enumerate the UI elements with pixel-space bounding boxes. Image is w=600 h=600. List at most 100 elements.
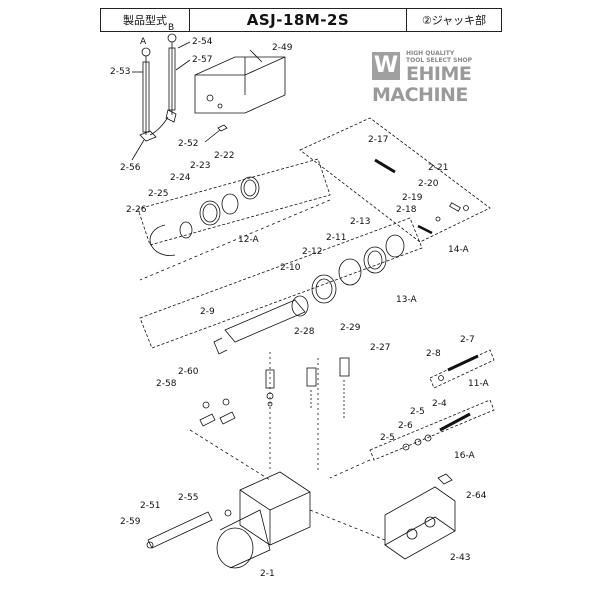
part-2-5-ring-a bbox=[424, 434, 432, 442]
part-2-24-ring bbox=[199, 200, 221, 226]
label-2-8: 2-8 bbox=[426, 349, 441, 359]
label-2-22: 2-22 bbox=[214, 151, 234, 161]
part-2-19 bbox=[435, 216, 441, 222]
label-11-a: 11-A bbox=[468, 379, 490, 389]
label-2-18: 2-18 bbox=[396, 205, 417, 215]
part-2-56-fitting bbox=[139, 130, 157, 142]
part-2-20 bbox=[449, 202, 461, 212]
part-2-12-ring bbox=[338, 258, 362, 286]
label-2-64: 2-64 bbox=[466, 491, 487, 501]
marker-circle-b bbox=[167, 33, 177, 43]
marker-circle-a bbox=[141, 47, 151, 57]
label-2-59: 2-59 bbox=[120, 517, 141, 527]
shop-logo: W HIGH QUALITY TOOL SELECT SHOP EHIME MA… bbox=[370, 50, 490, 106]
group-13-a-outline bbox=[139, 217, 423, 349]
part-2-1-base bbox=[239, 471, 311, 546]
label-12-a: 12-A bbox=[238, 235, 260, 245]
label-2-52: 2-52 bbox=[178, 139, 198, 149]
section-title: ②ジャッキ部 bbox=[421, 14, 487, 27]
label-2-25: 2-25 bbox=[148, 189, 168, 199]
part-2-64 bbox=[437, 473, 453, 485]
label-2-9: 2-9 bbox=[200, 307, 215, 317]
part-2-4-pin bbox=[439, 412, 471, 432]
part-2-13-ring bbox=[385, 234, 405, 258]
part-2-60-fitting bbox=[219, 411, 236, 425]
part-2-1-cylinder bbox=[216, 527, 254, 569]
part-2-11-ring bbox=[363, 246, 387, 274]
part-2-8 bbox=[438, 375, 444, 381]
part-2-58-fitting bbox=[199, 413, 216, 427]
label-2-53: 2-53 bbox=[110, 67, 130, 77]
label-2-6: 2-6 bbox=[398, 421, 413, 431]
label-2-57: 2-57 bbox=[192, 55, 212, 65]
part-2-59 bbox=[146, 541, 154, 549]
group-16-a-outline bbox=[369, 399, 495, 461]
part-2-9-piston bbox=[224, 299, 306, 343]
model-label: 製品型式 bbox=[101, 9, 190, 31]
part-2-29-valve bbox=[306, 367, 317, 387]
group-12-a-outline bbox=[137, 158, 331, 246]
part-2-53-rod bbox=[142, 61, 150, 133]
label-2-29: 2-29 bbox=[340, 323, 361, 333]
part-2-27-valve bbox=[339, 357, 350, 377]
part-2-49-reservoir bbox=[194, 56, 286, 114]
part-2-5-ring-b bbox=[402, 443, 410, 451]
label-2-28: 2-28 bbox=[294, 327, 315, 337]
label-14-a: 14-A bbox=[448, 245, 470, 255]
part-2-7-pin bbox=[447, 354, 479, 372]
part-2-6-ring bbox=[414, 438, 422, 446]
logo-text-1: EHIME bbox=[406, 63, 472, 85]
label-2-17: 2-17 bbox=[368, 135, 388, 145]
label-2-26: 2-26 bbox=[126, 205, 147, 215]
label-2-19: 2-19 bbox=[402, 193, 423, 203]
label-2-27: 2-27 bbox=[370, 343, 390, 353]
label-2-13: 2-13 bbox=[350, 217, 370, 227]
part-2-55 bbox=[224, 509, 232, 517]
label-2-21: 2-21 bbox=[428, 163, 448, 173]
label-2-7: 2-7 bbox=[460, 335, 475, 345]
callout-a: A bbox=[140, 37, 147, 47]
label-2-11: 2-11 bbox=[326, 233, 346, 243]
logo-tagline: HIGH QUALITY TOOL SELECT SHOP bbox=[406, 50, 472, 64]
label-2-51: 2-51 bbox=[140, 501, 160, 511]
callout-b: B bbox=[168, 23, 174, 33]
part-2-10-ring bbox=[311, 274, 337, 304]
label-2-5-upper: 2-5 bbox=[410, 407, 425, 417]
logo-mark: W bbox=[372, 52, 400, 80]
label-2-10: 2-10 bbox=[280, 263, 301, 273]
part-2-23-ring bbox=[221, 193, 239, 215]
label-2-5-lower: 2-5 bbox=[380, 433, 395, 443]
part-2-21 bbox=[463, 205, 469, 211]
title-block: 製品型式 ASJ-18M-2S ②ジャッキ部 bbox=[100, 8, 502, 32]
label-2-43: 2-43 bbox=[450, 553, 470, 563]
part-2-57-rod bbox=[168, 47, 176, 111]
part-2-22-ring bbox=[240, 176, 260, 200]
label-2-56: 2-56 bbox=[120, 163, 141, 173]
model-number: ASJ-18M-2S bbox=[190, 9, 407, 31]
part-2-18 bbox=[417, 224, 433, 235]
label-2-55: 2-55 bbox=[178, 493, 198, 503]
part-2-26-snapring bbox=[149, 224, 176, 256]
part-2-25-ring bbox=[179, 221, 193, 239]
label-2-49: 2-49 bbox=[272, 43, 293, 53]
group-11-a-outline bbox=[429, 349, 495, 389]
label-16-a: 16-A bbox=[454, 451, 476, 461]
label-2-1: 2-1 bbox=[260, 569, 275, 579]
label-2-24: 2-24 bbox=[170, 173, 191, 183]
label-2-23: 2-23 bbox=[190, 161, 210, 171]
marker-circle-b2 bbox=[202, 401, 210, 409]
label-13-a: 13-A bbox=[396, 295, 418, 305]
part-2-17-pin bbox=[374, 158, 396, 174]
label-2-4: 2-4 bbox=[432, 399, 447, 409]
label-2-58: 2-58 bbox=[156, 379, 177, 389]
part-2-43-block bbox=[384, 516, 456, 560]
part-2-51-handle bbox=[147, 511, 213, 549]
label-2-60: 2-60 bbox=[178, 367, 199, 377]
part-2-57-fitting bbox=[165, 109, 177, 123]
logo-text-2: MACHINE bbox=[372, 84, 468, 106]
label-2-12: 2-12 bbox=[302, 247, 322, 257]
group-14-a-outline bbox=[299, 117, 491, 243]
label-2-20: 2-20 bbox=[418, 179, 439, 189]
label-2-54: 2-54 bbox=[192, 37, 213, 47]
